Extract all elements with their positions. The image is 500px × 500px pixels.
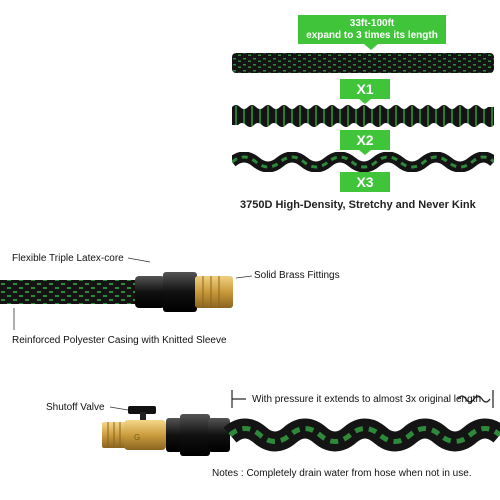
hose-with-valve: G bbox=[102, 406, 500, 456]
label-polyester-casing: Reinforced Polyester Casing with Knitted… bbox=[12, 335, 227, 346]
banner-subtitle: expand to 3 times its length bbox=[306, 30, 438, 41]
headline: 3750D High-Density, Stretchy and Never K… bbox=[240, 199, 476, 211]
label-brass-fittings: Solid Brass Fittings bbox=[254, 270, 340, 281]
label-latex-core: Flexible Triple Latex-core bbox=[12, 253, 124, 264]
hose-compressed bbox=[232, 105, 494, 127]
length-banner: 33ft-100ft expand to 3 times its length bbox=[298, 15, 446, 44]
label-pressure-extension: With pressure it extends to almost 3x or… bbox=[252, 394, 481, 405]
hose-relaxed bbox=[232, 53, 494, 73]
label-shutoff-valve: Shutoff Valve bbox=[46, 402, 105, 413]
multiplier-x2: X2 bbox=[340, 130, 390, 150]
hose-expanded bbox=[232, 152, 494, 172]
hose-with-fitting bbox=[0, 272, 233, 312]
svg-text:G: G bbox=[134, 433, 140, 442]
multiplier-x1: X1 bbox=[340, 79, 390, 99]
multiplier-x1-arrow bbox=[359, 99, 371, 104]
banner-length: 33ft-100ft bbox=[349, 18, 395, 29]
label-drain-note: Notes : Completely drain water from hose… bbox=[212, 468, 472, 479]
multiplier-x2-arrow bbox=[359, 150, 371, 155]
multiplier-x3: X3 bbox=[340, 172, 390, 192]
banner-arrow bbox=[364, 44, 378, 50]
